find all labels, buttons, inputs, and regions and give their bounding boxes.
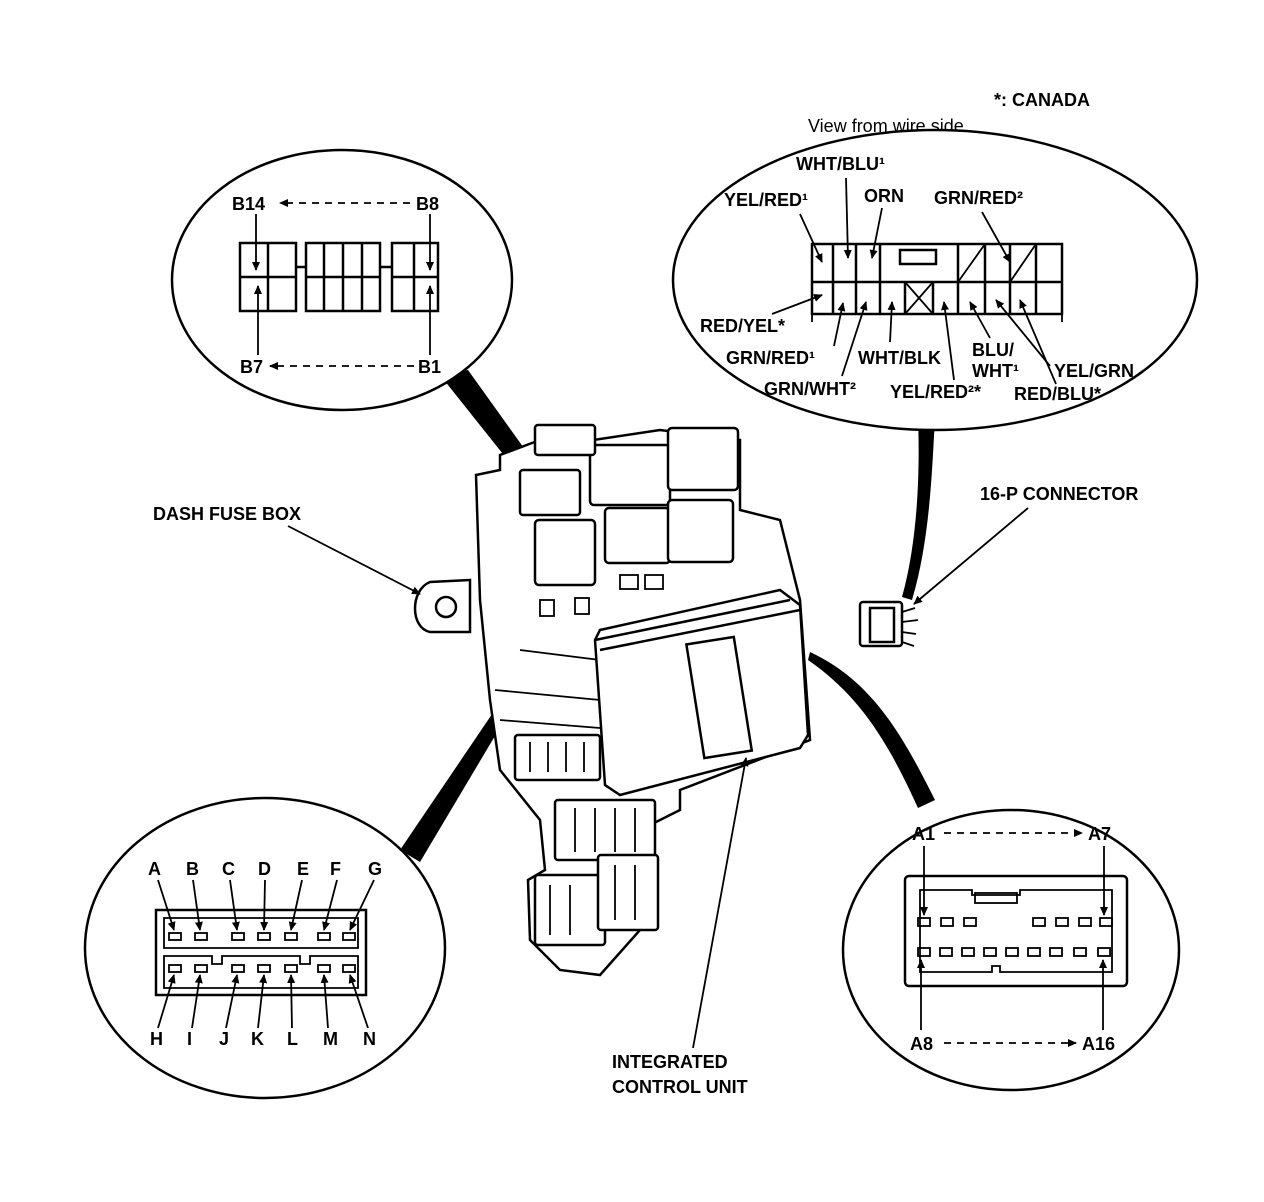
- wire-orn: ORN: [864, 186, 904, 206]
- wire-red-blu-star: RED/BLU*: [1014, 384, 1101, 404]
- a-connector-body: [903, 874, 1129, 988]
- wire-wht-blk: WHT/BLK: [858, 348, 941, 368]
- a-pins-top: [917, 917, 1113, 927]
- bubble-letter-connector: A B C D E F G H I J K L M N: [83, 796, 447, 1100]
- label-b1: B1: [418, 357, 441, 377]
- letter-pins-bottom: [168, 964, 356, 973]
- bubble-b-connector: B14 B8 B7 B1: [170, 148, 514, 412]
- pin-h: H: [150, 1029, 163, 1049]
- label-16p-connector: 16-P CONNECTOR: [980, 484, 1138, 504]
- pin-c: C: [222, 859, 235, 879]
- label-b7: B7: [240, 357, 263, 377]
- wire-red-yel-star: RED/YEL*: [700, 316, 785, 336]
- bubble-wire-connector: WHT/BLU¹ YEL/RED¹ ORN GRN/RED² RED/YEL* …: [671, 128, 1199, 432]
- label-icu-line1: INTEGRATED: [612, 1052, 728, 1072]
- connector-16p-drawing: [858, 600, 919, 648]
- label-b8: B8: [416, 194, 439, 214]
- pin-m: M: [323, 1029, 338, 1049]
- integrated-control-unit-drawing: [593, 588, 810, 797]
- letter-pins-top: [168, 932, 356, 941]
- wire-wht-blu1: WHT/BLU¹: [796, 154, 885, 174]
- pin-d: D: [258, 859, 271, 879]
- pin-j: J: [219, 1029, 229, 1049]
- pin-i: I: [187, 1029, 192, 1049]
- pin-a: A: [148, 859, 161, 879]
- label-a16: A16: [1082, 1034, 1115, 1054]
- wire-yel-grn: YEL/GRN: [1054, 361, 1134, 381]
- pin-e: E: [297, 859, 309, 879]
- pin-n: N: [363, 1029, 376, 1049]
- label-icu-line2: CONTROL UNIT: [612, 1077, 748, 1097]
- b-connector-grid: [238, 241, 440, 313]
- label-a7: A7: [1088, 824, 1111, 844]
- a-pins-bottom: [917, 947, 1111, 957]
- wire-yel-red1: YEL/RED¹: [724, 190, 808, 210]
- canada-note: *: CANADA: [994, 90, 1090, 110]
- pin-b: B: [186, 859, 199, 879]
- label-a8: A8: [910, 1034, 933, 1054]
- wire-yel-red2-star: YEL/RED²*: [890, 382, 981, 402]
- label-b14: B14: [232, 194, 265, 214]
- pin-g: G: [368, 859, 382, 879]
- wire-grn-red1: GRN/RED¹: [726, 348, 815, 368]
- wire-grn-red2: GRN/RED²: [934, 188, 1023, 208]
- label-dash-fuse-box: DASH FUSE BOX: [153, 504, 301, 524]
- pin-l: L: [287, 1029, 298, 1049]
- bubble-a-connector: A1 A7 A8 A16: [841, 808, 1181, 1092]
- pin-k: K: [251, 1029, 264, 1049]
- wire-blu-wht1-line1: BLU/: [972, 340, 1014, 360]
- label-a1: A1: [912, 824, 935, 844]
- pin-f: F: [330, 859, 341, 879]
- wire-blu-wht1-line2: WHT¹: [972, 361, 1019, 381]
- wire-grn-wht2: GRN/WHT²: [764, 379, 856, 399]
